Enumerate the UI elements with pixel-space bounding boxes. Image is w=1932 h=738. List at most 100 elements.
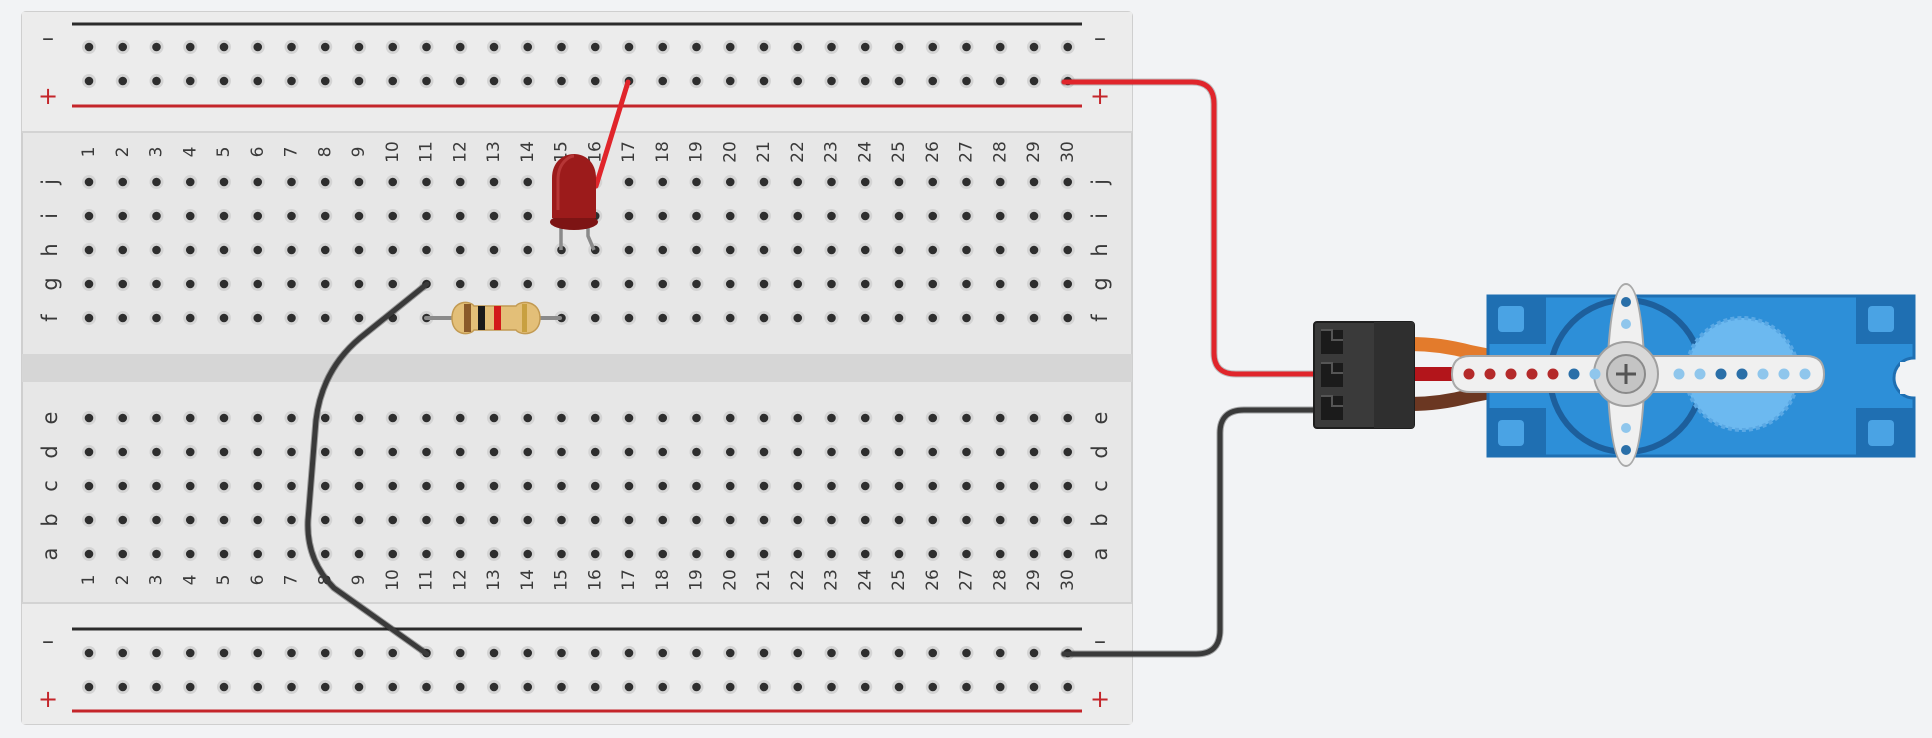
hole-g12[interactable] (453, 277, 468, 291)
hole-a15[interactable] (554, 547, 569, 561)
hole-a13[interactable] (487, 547, 501, 561)
hole-d17[interactable] (622, 445, 636, 459)
top-rail-minus-hole[interactable] (723, 40, 738, 54)
hole-j10[interactable] (385, 175, 400, 189)
hole-g22[interactable] (790, 277, 805, 291)
bottom-rail-minus-hole[interactable] (453, 646, 468, 660)
hole-i24[interactable] (858, 209, 873, 223)
hole-i1[interactable] (82, 209, 96, 223)
top-rail-minus-hole[interactable] (824, 40, 839, 54)
hole-j6[interactable] (250, 175, 265, 189)
hole-e11[interactable] (419, 411, 434, 425)
hole-a19[interactable] (689, 547, 704, 561)
hole-g29[interactable] (1027, 277, 1041, 291)
hole-c11[interactable] (419, 479, 434, 493)
ground-jumper-wire[interactable] (305, 281, 430, 657)
hole-h4[interactable] (183, 243, 198, 257)
hole-f21[interactable] (757, 311, 771, 325)
hole-i11[interactable] (419, 209, 434, 223)
hole-f6[interactable] (250, 311, 265, 325)
hole-g7[interactable] (284, 277, 299, 291)
top-rail-minus-hole[interactable] (284, 40, 299, 54)
hole-f30[interactable] (1060, 311, 1075, 325)
hole-b25[interactable] (892, 513, 906, 527)
hole-c1[interactable] (82, 479, 96, 493)
bottom-rail-minus-hole[interactable] (925, 646, 940, 660)
bottom-rail-plus-hole[interactable] (723, 680, 738, 694)
hole-d28[interactable] (993, 445, 1008, 459)
hole-a2[interactable] (115, 547, 130, 561)
ground-wire[interactable] (1061, 407, 1321, 657)
bottom-rail-plus-hole[interactable] (183, 680, 198, 694)
hole-g15[interactable] (554, 277, 569, 291)
bottom-rail-minus-hole[interactable] (723, 646, 738, 660)
hole-d20[interactable] (723, 445, 738, 459)
hole-d2[interactable] (115, 445, 130, 459)
hole-e6[interactable] (250, 411, 265, 425)
hole-j9[interactable] (352, 175, 366, 189)
top-rail-plus-hole[interactable] (149, 74, 164, 88)
hole-f7[interactable] (284, 311, 299, 325)
bottom-rail-plus-hole[interactable] (1060, 680, 1075, 694)
top-rail-minus-hole[interactable] (217, 40, 231, 54)
hole-a27[interactable] (959, 547, 974, 561)
hole-d13[interactable] (487, 445, 501, 459)
top-rail-plus-hole[interactable] (217, 74, 231, 88)
hole-e15[interactable] (554, 411, 569, 425)
hole-d3[interactable] (149, 445, 164, 459)
top-rail-minus-hole[interactable] (892, 40, 906, 54)
bottom-rail-minus-hole[interactable] (655, 646, 670, 660)
bottom-rail-plus-hole[interactable] (790, 680, 805, 694)
top-rail-plus-hole[interactable] (993, 74, 1008, 88)
top-rail-plus-hole[interactable] (925, 74, 940, 88)
top-rail-plus-hole[interactable] (1027, 74, 1041, 88)
hole-c4[interactable] (183, 479, 198, 493)
hole-i18[interactable] (655, 209, 670, 223)
top-rail-plus-hole[interactable] (655, 74, 670, 88)
bottom-rail-plus-hole[interactable] (554, 680, 569, 694)
bottom-rail-minus-hole[interactable] (487, 646, 501, 660)
top-rail-minus-hole[interactable] (622, 40, 636, 54)
hole-e13[interactable] (487, 411, 501, 425)
hole-d25[interactable] (892, 445, 906, 459)
hole-e17[interactable] (622, 411, 636, 425)
hole-f4[interactable] (183, 311, 198, 325)
hole-b23[interactable] (824, 513, 839, 527)
hole-j14[interactable] (520, 175, 535, 189)
servo-motor[interactable] (1450, 282, 1916, 468)
hole-b22[interactable] (790, 513, 805, 527)
bottom-rail-minus-hole[interactable] (622, 646, 636, 660)
hole-d15[interactable] (554, 445, 569, 459)
hole-d6[interactable] (250, 445, 265, 459)
bottom-rail-plus-hole[interactable] (655, 680, 670, 694)
hole-c27[interactable] (959, 479, 974, 493)
resistor[interactable] (424, 301, 562, 335)
top-rail-minus-hole[interactable] (520, 40, 535, 54)
hole-g3[interactable] (149, 277, 164, 291)
hole-b14[interactable] (520, 513, 535, 527)
bottom-rail-minus-hole[interactable] (588, 646, 603, 660)
top-rail-plus-hole[interactable] (115, 74, 130, 88)
bottom-rail-minus-hole[interactable] (318, 646, 333, 660)
hole-b30[interactable] (1060, 513, 1075, 527)
hole-b4[interactable] (183, 513, 198, 527)
hole-j22[interactable] (790, 175, 805, 189)
hole-c5[interactable] (217, 479, 231, 493)
hole-b11[interactable] (419, 513, 434, 527)
top-rail-plus-hole[interactable] (757, 74, 771, 88)
hole-i14[interactable] (520, 209, 535, 223)
hole-f28[interactable] (993, 311, 1008, 325)
hole-c21[interactable] (757, 479, 771, 493)
hole-a30[interactable] (1060, 547, 1075, 561)
hole-a3[interactable] (149, 547, 164, 561)
hole-d19[interactable] (689, 445, 704, 459)
bottom-rail-plus-hole[interactable] (82, 680, 96, 694)
hole-d11[interactable] (419, 445, 434, 459)
hole-g20[interactable] (723, 277, 738, 291)
hole-d27[interactable] (959, 445, 974, 459)
hole-h12[interactable] (453, 243, 468, 257)
hole-d30[interactable] (1060, 445, 1075, 459)
hole-d9[interactable] (352, 445, 366, 459)
hole-e14[interactable] (520, 411, 535, 425)
top-rail-minus-hole[interactable] (993, 40, 1008, 54)
